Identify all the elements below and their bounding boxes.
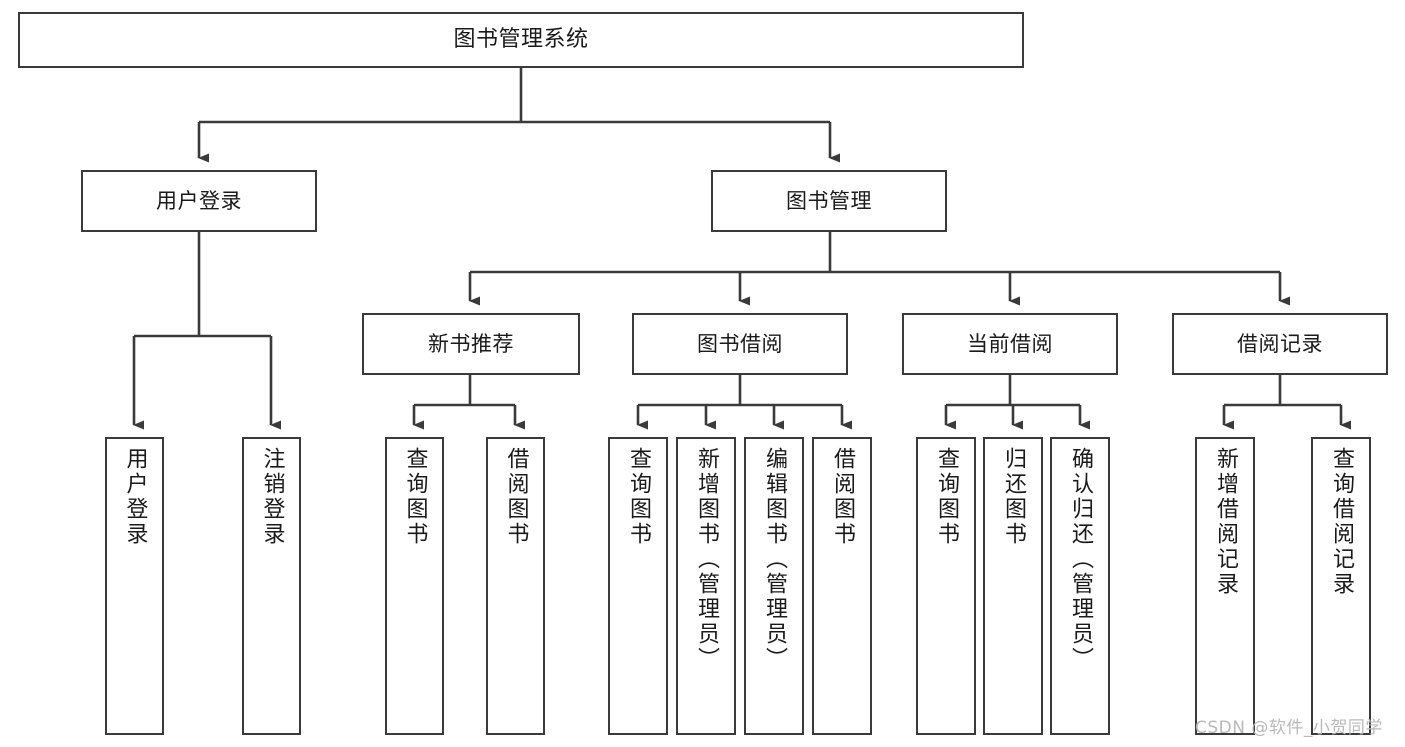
node-label: 查询借阅记录 bbox=[1329, 447, 1354, 597]
leaf-current-borrow-return[interactable]: 归还图书 bbox=[983, 437, 1043, 735]
node-label: 用户登录 bbox=[156, 188, 242, 213]
node-label: 注销登录 bbox=[259, 447, 285, 547]
leaf-book-borrow-add[interactable]: 新增图书（管理员） bbox=[676, 437, 736, 735]
node-label: 当前借阅 bbox=[967, 331, 1053, 356]
leaf-book-borrow-edit[interactable]: 编辑图书（管理员） bbox=[744, 437, 804, 735]
node-label: 用户登录 bbox=[122, 447, 148, 547]
node-label: 借阅记录 bbox=[1237, 331, 1323, 356]
leaf-current-borrow-confirm-return[interactable]: 确认归还（管理员） bbox=[1050, 437, 1110, 735]
node-label: 编辑图书（管理员） bbox=[762, 447, 787, 672]
node-label: 借阅图书 bbox=[503, 447, 529, 547]
leaf-user-login-signin[interactable]: 用户登录 bbox=[105, 437, 164, 735]
node-label: 新书推荐 bbox=[428, 331, 514, 356]
node-label: 图书借阅 bbox=[697, 331, 783, 356]
node-root-library-system[interactable]: 图书管理系统 bbox=[18, 12, 1024, 68]
node-label: 归还图书 bbox=[1001, 447, 1026, 547]
node-label: 查询图书 bbox=[934, 447, 959, 547]
node-label: 新增图书（管理员） bbox=[694, 447, 719, 672]
leaf-book-borrow-lend[interactable]: 借阅图书 bbox=[812, 437, 872, 735]
leaf-user-login-signout[interactable]: 注销登录 bbox=[242, 437, 301, 735]
node-new-book-recommend[interactable]: 新书推荐 bbox=[362, 313, 580, 375]
node-current-borrow[interactable]: 当前借阅 bbox=[902, 313, 1118, 375]
node-borrow-record[interactable]: 借阅记录 bbox=[1172, 313, 1388, 375]
leaf-new-book-borrow[interactable]: 借阅图书 bbox=[486, 437, 545, 735]
leaf-borrow-record-add[interactable]: 新增借阅记录 bbox=[1195, 437, 1255, 735]
node-label: 新增借阅记录 bbox=[1213, 447, 1238, 597]
node-user-login[interactable]: 用户登录 bbox=[81, 170, 317, 232]
node-label: 查询图书 bbox=[402, 447, 428, 547]
node-label: 图书管理 bbox=[786, 188, 872, 213]
node-label: 图书管理系统 bbox=[453, 27, 589, 53]
node-book-borrow[interactable]: 图书借阅 bbox=[632, 313, 848, 375]
node-label: 确认归还（管理员） bbox=[1068, 447, 1093, 672]
leaf-borrow-record-query[interactable]: 查询借阅记录 bbox=[1311, 437, 1371, 735]
leaf-book-borrow-query[interactable]: 查询图书 bbox=[608, 437, 668, 735]
watermark-text: CSDN @软件_小贺同学 bbox=[1195, 718, 1383, 738]
node-book-management[interactable]: 图书管理 bbox=[711, 170, 947, 232]
leaf-new-book-query[interactable]: 查询图书 bbox=[385, 437, 444, 735]
node-label: 借阅图书 bbox=[830, 447, 855, 547]
node-label: 查询图书 bbox=[626, 447, 651, 547]
leaf-current-borrow-query[interactable]: 查询图书 bbox=[916, 437, 976, 735]
